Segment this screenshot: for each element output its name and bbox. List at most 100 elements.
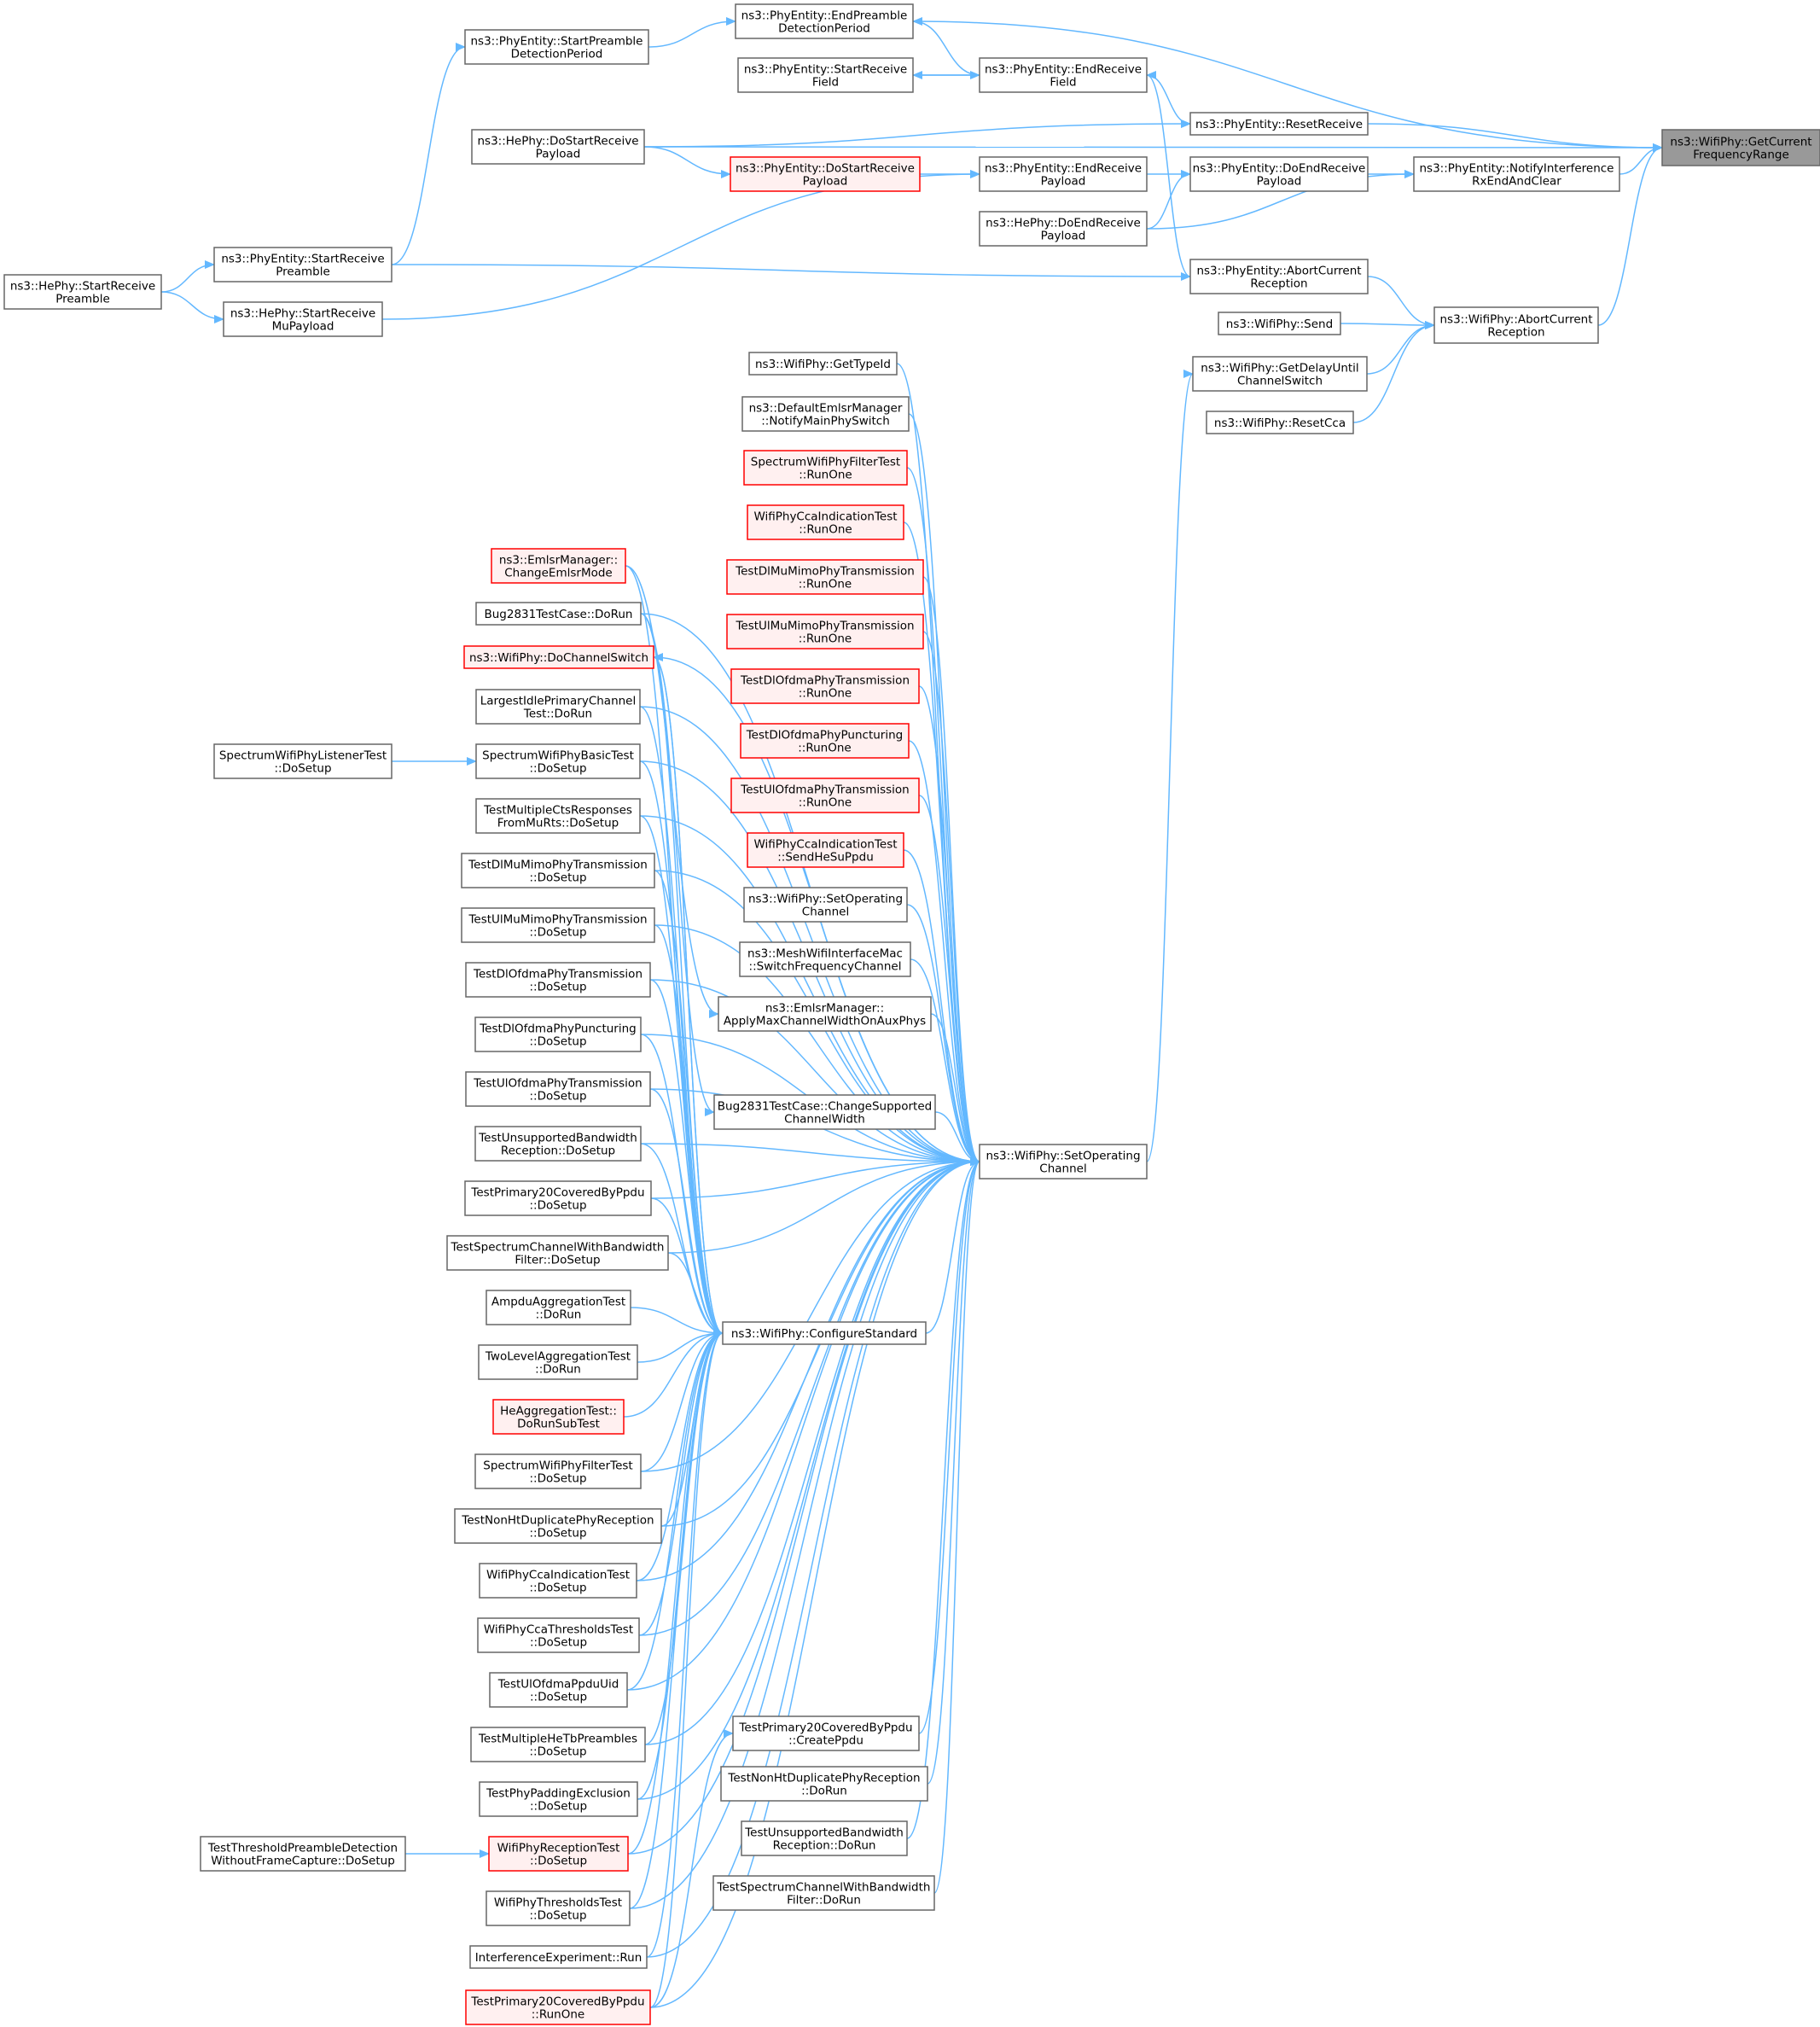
node-box (979, 156, 1148, 192)
call-edge (927, 1157, 980, 1785)
node-label: Filter::DoSetup (515, 1254, 600, 1267)
node-twoLevelRun[interactable]: TwoLevelAggregationTest::DoRun (478, 1344, 638, 1380)
node-tdlofSetup[interactable]: TestDlOfdmaPhyTransmission::DoSetup (465, 962, 651, 998)
node-notifyMainPhySwitch[interactable]: ns3::DefaultEmlsrManager::NotifyMainPhyS… (741, 396, 910, 432)
node-swpfSetup[interactable]: SpectrumWifiPhyFilterTest::DoSetup (474, 1453, 642, 1489)
edge-path (1367, 276, 1435, 329)
node-tdlmmSetup[interactable]: TestDlMuMimoPhyTransmission::DoSetup (461, 853, 655, 888)
node-wpConfigureStandard[interactable]: ns3::WifiPhy::ConfigureStandard (722, 1321, 927, 1345)
node-label: ::DoSetup (529, 871, 586, 885)
node-tp20RunOne[interactable]: TestPrimary20CoveredByPpdu::RunOne (465, 1989, 651, 2025)
node-heAggSub[interactable]: HeAggregationTest::DoRunSubTest (492, 1399, 625, 1435)
node-meshSwitchFreq[interactable]: ns3::MeshWifiInterfaceMac::SwitchFrequen… (739, 941, 911, 977)
node-tulofRunOne[interactable]: TestUlOfdmaPhyTransmission::RunOne (730, 778, 920, 813)
node-wpResetCca[interactable]: ns3::WifiPhy::ResetCca (1206, 411, 1354, 434)
node-bugDoRun[interactable]: Bug2831TestCase::DoRun (475, 602, 642, 626)
node-tppeSetup[interactable]: TestPhyPaddingExclusion::DoSetup (479, 1781, 638, 1817)
node-label: TestUlOfdmaPhyTransmission (740, 783, 909, 797)
node-multiCts[interactable]: TestMultipleCtsResponsesFromMuRts::DoSet… (475, 798, 641, 834)
node-notifyInterference[interactable]: ns3::PhyEntity::NotifyInterferenceRxEndA… (1413, 156, 1620, 192)
node-swpBasic[interactable]: SpectrumWifiPhyBasicTest::DoSetup (475, 743, 641, 779)
node-tdlopRunOne[interactable]: TestDlOfdmaPhyPuncturing::RunOne (740, 723, 910, 759)
node-tnhtSetup[interactable]: TestNonHtDuplicatePhyReception::DoSetup (454, 1508, 662, 1544)
node-label: Bug2831TestCase::ChangeSupported (718, 1100, 932, 1114)
node-bugChangeSupported[interactable]: Bug2831TestCase::ChangeSupportedChannelW… (713, 1094, 936, 1130)
node-label: WifiPhyCcaIndicationTest (753, 838, 897, 852)
node-tulmmRunOne[interactable]: TestUlMuMimoPhyTransmission::RunOne (726, 614, 924, 649)
node-label: ::DoSetup (529, 926, 586, 940)
node-tmhtbSetup[interactable]: TestMultipleHeTbPreambles::DoSetup (470, 1727, 646, 1762)
node-tnhtRun[interactable]: TestNonHtDuplicatePhyReception::DoRun (720, 1766, 928, 1802)
node-resetReceive[interactable]: ns3::PhyEntity::ResetReceive (1189, 112, 1369, 136)
call-edge (918, 795, 980, 1166)
node-wpSend[interactable]: ns3::WifiPhy::Send (1218, 312, 1341, 335)
node-tdlopSetup[interactable]: TestDlOfdmaPhyPuncturing::DoSetup (474, 1016, 642, 1052)
node-tulmmSetup[interactable]: TestUlMuMimoPhyTransmission::DoSetup (461, 907, 655, 943)
node-tp20Setup[interactable]: TestPrimary20CoveredByPpdu::DoSetup (464, 1180, 652, 1216)
node-tdlmmRunOne[interactable]: TestDlMuMimoPhyTransmission::RunOne (726, 559, 924, 595)
node-label: WifiPhyCcaIndicationTest (486, 1569, 630, 1582)
node-label: ::DoSetup (529, 1581, 586, 1595)
node-label: ns3::WifiPhy::GetTypeId (755, 358, 891, 371)
node-wpciSetup[interactable]: WifiPhyCcaIndicationTest::DoSetup (479, 1563, 637, 1599)
node-interfRun[interactable]: InterferenceExperiment::Run (469, 1945, 648, 1969)
node-label: Reception::DoSetup (501, 1145, 615, 1158)
node-endPreambleDet[interactable]: ns3::PhyEntity::EndPreambleDetectionPeri… (735, 3, 914, 39)
node-wptSetup[interactable]: WifiPhyThresholdsTest::DoSetup (486, 1890, 631, 1926)
edge-path (912, 20, 1663, 152)
node-wpGetTypeId[interactable]: ns3::WifiPhy::GetTypeId (748, 352, 898, 376)
edge-path (643, 119, 1191, 148)
node-wpciSendHeSuPpdu[interactable]: WifiPhyCcaIndicationTest::SendHeSuPpdu (747, 832, 904, 868)
node-wprSetup[interactable]: WifiPhyReceptionTest::DoSetup (488, 1836, 629, 1872)
node-tuluidSetup[interactable]: TestUlOfdmaPpduUid::DoSetup (489, 1672, 628, 1708)
node-wpciRunOne[interactable]: WifiPhyCcaIndicationTest::RunOne (747, 504, 904, 540)
node-swpListener[interactable]: SpectrumWifiPhyListenerTest::DoSetup (213, 743, 392, 779)
node-tubwSetup[interactable]: TestUnsupportedBandwidthReception::DoSet… (474, 1126, 642, 1162)
node-startPreambleDet[interactable]: ns3::PhyEntity::StartPreambleDetectionPe… (464, 29, 649, 65)
node-tp20Create[interactable]: TestPrimary20CoveredByPpdu::CreatePpdu (732, 1715, 920, 1751)
call-edge (922, 576, 980, 1166)
node-box (979, 211, 1148, 247)
node-wpDoChannelSwitch[interactable]: ns3::WifiPhy::DoChannelSwitch (463, 645, 654, 669)
edge-path (640, 1329, 724, 1472)
node-layer: ns3::WifiPhy::GetCurrentFrequencyRangens… (3, 3, 1820, 2025)
node-emlsrApplyMax[interactable]: ns3::EmlsrManager::ApplyMaxChannelWidthO… (718, 996, 932, 1032)
edge-path (639, 815, 980, 1166)
node-tulofSetup[interactable]: TestUlOfdmaPhyTransmission::DoSetup (465, 1071, 651, 1107)
edge-path (654, 924, 724, 1337)
call-edge (649, 1157, 980, 2008)
node-box (740, 723, 910, 759)
node-tpdwfc[interactable]: TestThresholdPreambleDetectionWithoutFra… (200, 1836, 406, 1872)
node-label: ns3::WifiPhy::ConfigureStandard (731, 1327, 917, 1341)
edge-path (654, 870, 724, 1337)
node-label: ::DoSetup (530, 1800, 587, 1814)
node-ampduRun[interactable]: AmpduAggregationTest::DoRun (486, 1290, 631, 1325)
node-tscbwSetup[interactable]: TestSpectrumChannelWithBandwidthFilter::… (446, 1235, 669, 1271)
node-emlsrChangeMode[interactable]: ns3::EmlsrManager::ChangeEmlsrMode (491, 548, 626, 584)
node-label: Payload (536, 148, 581, 161)
node-label: ns3::PhyEntity::AbortCurrent (1196, 265, 1361, 278)
node-tdlofRunOne[interactable]: TestDlOfdmaPhyTransmission::RunOne (730, 668, 920, 704)
node-tscbwRun[interactable]: TestSpectrumChannelWithBandwidthFilter::… (712, 1875, 935, 1911)
node-wpctSetup[interactable]: WifiPhyCcaThresholdsTest::DoSetup (477, 1617, 640, 1653)
node-swpfRunOne[interactable]: SpectrumWifiPhyFilterTest::RunOne (743, 450, 908, 486)
node-label: Test::DoRun (523, 708, 592, 721)
